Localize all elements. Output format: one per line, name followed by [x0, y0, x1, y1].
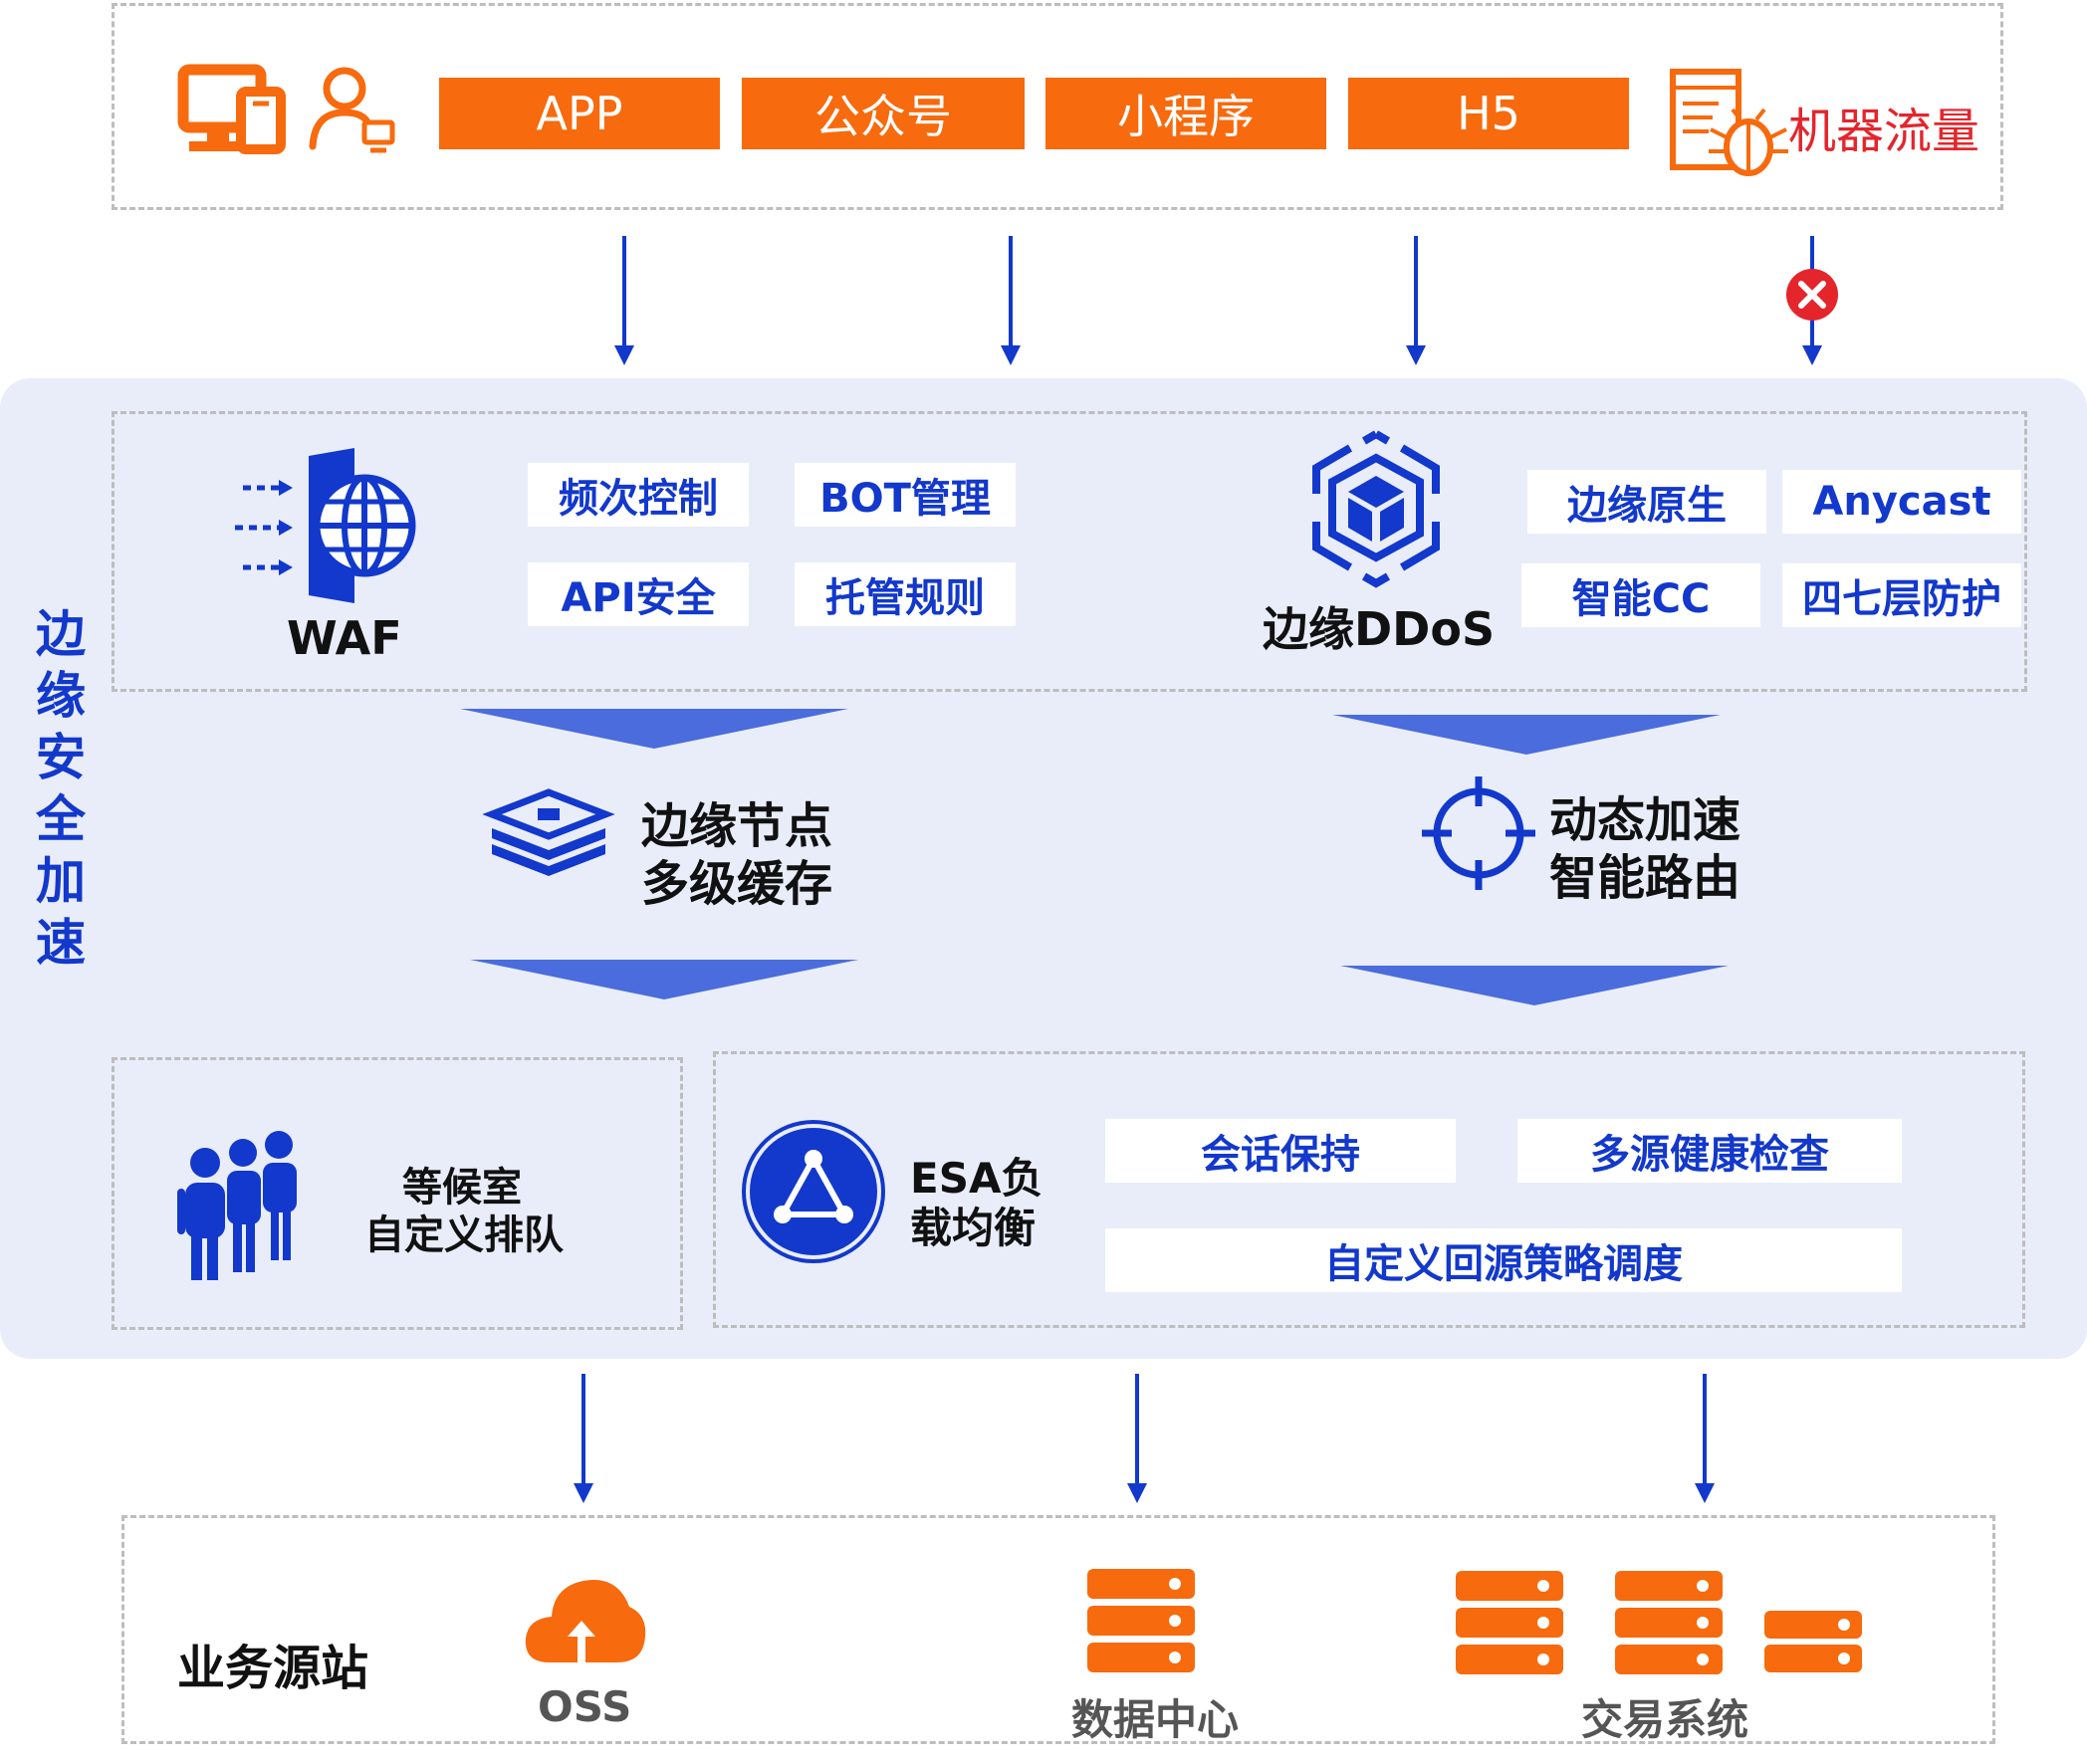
target-crosshair-icon	[1422, 776, 1535, 890]
load-balancer-box	[713, 1051, 2025, 1328]
security-box	[112, 411, 2027, 692]
blocked-x-icon	[1786, 269, 1838, 321]
data-center-servers-icon	[1087, 1569, 1195, 1672]
terminal-app: APP	[439, 78, 720, 149]
sources-box	[112, 3, 2003, 210]
cache-line2: 多级缓存	[641, 856, 833, 912]
lb-line1: ESA负	[910, 1154, 1044, 1203]
arrow-down-1	[614, 236, 634, 365]
waf-icon	[235, 448, 416, 603]
ddos-hexagon-cube-icon	[1312, 430, 1440, 588]
arrow-down-5	[1127, 1374, 1147, 1503]
down-triangle-left-1	[460, 709, 848, 749]
terminal-h5: H5	[1348, 78, 1629, 149]
origin-title: 业务源站	[177, 1641, 369, 1696]
waiting-room-line2: 自定义排队	[364, 1213, 564, 1258]
down-triangle-right-2	[1340, 966, 1729, 1005]
dynamic-line1: 动态加速	[1549, 792, 1741, 848]
waf-feature-bot-management: BOT管理	[795, 463, 1016, 527]
layered-stack-icon	[482, 788, 615, 876]
load-balancer-icon	[742, 1120, 885, 1263]
origin-oss-label: OSS	[538, 1682, 632, 1731]
lb-line2: 载均衡	[910, 1204, 1037, 1252]
lb-feature-health-check: 多源健康检查	[1517, 1119, 1902, 1183]
lb-feature-session-persistence: 会话保持	[1105, 1119, 1456, 1183]
origin-transaction-label: 交易系统	[1581, 1695, 1749, 1744]
down-triangle-right-1	[1332, 715, 1721, 755]
ddos-feature-anycast: Anycast	[1782, 470, 2021, 534]
waiting-room-box	[112, 1057, 683, 1330]
waf-feature-managed-rules: 托管规则	[795, 562, 1016, 626]
down-triangle-left-2	[470, 960, 858, 999]
terminal-mini-program: 小程序	[1045, 78, 1326, 149]
waiting-room-line1: 等候室	[402, 1165, 522, 1211]
arrow-down-6	[1695, 1374, 1715, 1503]
edge-title-text: 边缘安全加速	[28, 607, 86, 978]
ddos-label: 边缘DDoS	[1263, 602, 1496, 656]
ddos-feature-edge-native: 边缘原生	[1527, 470, 1766, 534]
arrow-down-4	[574, 1374, 593, 1503]
waf-feature-rate-limit: 频次控制	[528, 463, 749, 527]
arrow-down-2	[1001, 236, 1021, 365]
lb-feature-origin-scheduling: 自定义回源策略调度	[1105, 1228, 1902, 1292]
cache-line1: 边缘节点	[641, 798, 833, 854]
devices-icon	[177, 64, 286, 154]
waf-label: WAF	[287, 611, 402, 665]
origin-datacenter-label: 数据中心	[1071, 1695, 1240, 1744]
arrow-down-3	[1406, 236, 1426, 365]
cloud-upload-icon	[525, 1580, 646, 1662]
terminal-official-account: 公众号	[742, 78, 1025, 149]
user-icon	[309, 67, 395, 153]
ddos-feature-smart-cc: 智能CC	[1521, 563, 1760, 627]
people-queue-icon	[177, 1131, 297, 1280]
bot-traffic-label: 机器流量	[1788, 104, 1980, 159]
bot-bug-icon	[1670, 69, 1788, 176]
ddos-feature-l4-l7-protection: 四七层防护	[1782, 563, 2021, 627]
waf-feature-api-security: API安全	[528, 562, 749, 626]
dynamic-line2: 智能路由	[1549, 850, 1741, 906]
transaction-servers-icon	[1456, 1571, 1862, 1674]
origin-box	[121, 1515, 1995, 1744]
edge-panel-title: 边缘安全加速	[26, 607, 88, 978]
